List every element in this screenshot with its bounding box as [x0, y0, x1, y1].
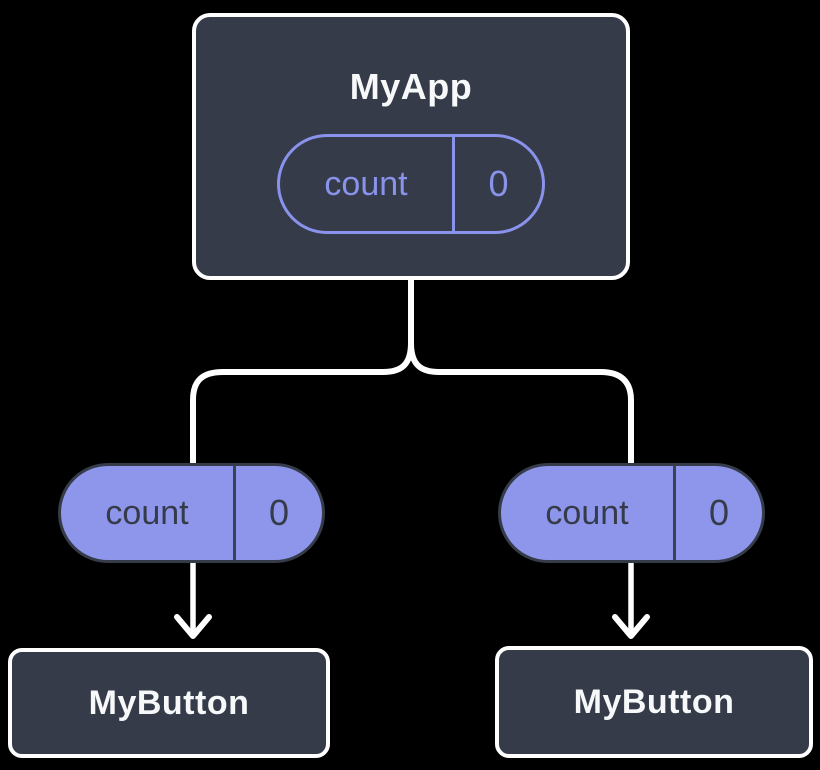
- prop-pill-value: 0: [673, 466, 762, 560]
- arrow-down-right-icon: [612, 560, 650, 639]
- state-pill-value: 0: [452, 137, 542, 231]
- state-pill-myapp: count 0: [277, 134, 545, 234]
- node-myapp: MyApp count 0: [192, 13, 630, 280]
- prop-pill-right: count 0: [498, 463, 765, 563]
- prop-pill-name: count: [105, 493, 189, 532]
- prop-pill-left: count 0: [58, 463, 325, 563]
- arrow-down-left-icon: [174, 560, 212, 639]
- node-mybutton-title: MyButton: [88, 684, 250, 722]
- tree-branch-right: [408, 277, 634, 466]
- prop-pill-name: count: [545, 493, 629, 532]
- node-myapp-title: MyApp: [349, 66, 473, 107]
- node-mybutton-right: MyButton: [495, 646, 813, 758]
- node-mybutton-title: MyButton: [573, 683, 735, 721]
- node-mybutton-left: MyButton: [8, 648, 330, 758]
- state-pill-name: count: [324, 164, 408, 203]
- prop-pill-value: 0: [233, 466, 322, 560]
- tree-branch-left: [190, 277, 414, 466]
